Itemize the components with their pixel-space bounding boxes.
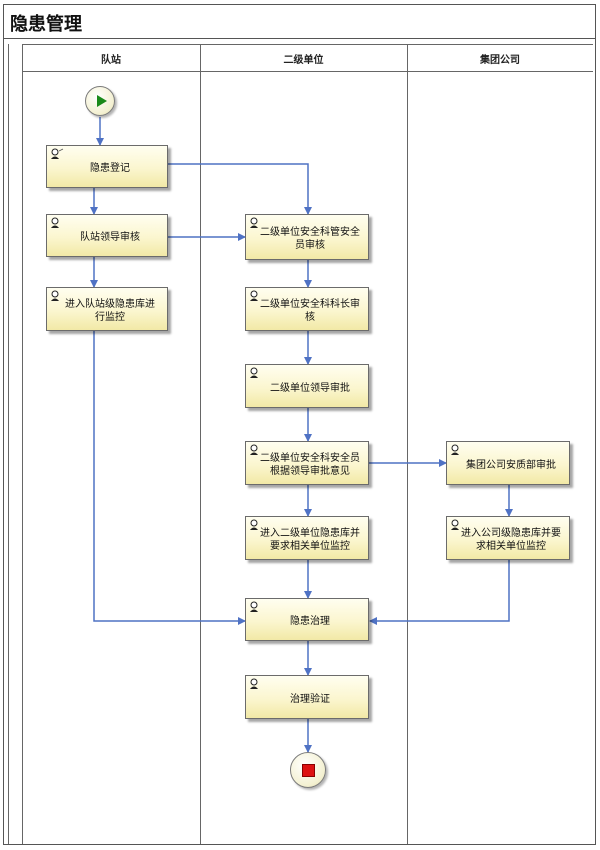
task-label: 治理验证 bbox=[290, 693, 330, 705]
flow-group-lib-to-remediation bbox=[369, 560, 510, 625]
lane-header-station: 队站 bbox=[22, 44, 200, 72]
user-icon bbox=[250, 217, 258, 228]
user-icon bbox=[250, 678, 258, 689]
user-icon bbox=[250, 519, 258, 530]
task-station-monitor[interactable]: 进入队站级隐患库进行监控 bbox=[46, 287, 168, 331]
task-verification[interactable]: 治理验证 bbox=[245, 675, 369, 719]
task-label: 二级单位安全科安全员根据领导审批意见 bbox=[260, 453, 360, 477]
task-label: 隐患登记 bbox=[90, 163, 130, 174]
task-label: 二级单位安全科科长审核 bbox=[260, 299, 360, 323]
stop-icon bbox=[302, 764, 315, 777]
lane-header-group-company: 集团公司 bbox=[407, 44, 593, 72]
task-leader-approve[interactable]: 二级单位领导审批 bbox=[245, 364, 369, 408]
task-label: 集团公司安质部审批 bbox=[466, 459, 556, 471]
task-remediation[interactable]: 隐患治理 bbox=[245, 598, 369, 641]
task-unit-lib-monitor[interactable]: 进入二级单位隐患库并要求相关单位监控 bbox=[245, 516, 369, 560]
end-event[interactable] bbox=[290, 752, 326, 788]
user-icon bbox=[51, 217, 59, 228]
pool-border bbox=[8, 44, 9, 844]
user-icon bbox=[451, 519, 459, 530]
user-icon bbox=[451, 444, 459, 455]
task-label: 二级单位领导审批 bbox=[270, 382, 350, 394]
diagram-title: 隐患管理 bbox=[10, 14, 82, 35]
task-label: 进入队站级隐患库进行监控 bbox=[65, 299, 155, 323]
user-icon bbox=[51, 290, 59, 301]
lane-header-secondary-unit: 二级单位 bbox=[200, 44, 407, 72]
task-group-lib-monitor[interactable]: 进入公司级隐患库并要求相关单位监控 bbox=[446, 516, 570, 560]
task-label: 队站领导审核 bbox=[80, 232, 140, 243]
task-label: 进入公司级隐患库并要求相关单位监控 bbox=[461, 528, 561, 552]
task-safety-officer-review[interactable]: 二级单位安全科管安全员审核 bbox=[245, 214, 369, 260]
flow-register-to-officer-review bbox=[168, 163, 312, 215]
start-event[interactable] bbox=[85, 86, 115, 116]
task-label: 进入二级单位隐患库并要求相关单位监控 bbox=[260, 528, 360, 552]
user-icon bbox=[250, 601, 258, 612]
play-icon bbox=[97, 95, 107, 107]
user-icon bbox=[250, 444, 258, 455]
task-station-review[interactable]: 队站领导审核 bbox=[46, 214, 168, 257]
task-officer-per-opinion[interactable]: 二级单位安全科安全员根据领导审批意见 bbox=[245, 441, 369, 485]
task-section-chief-review[interactable]: 二级单位安全科科长审核 bbox=[245, 287, 369, 331]
task-group-safety-approve[interactable]: 集团公司安质部审批 bbox=[446, 441, 570, 485]
user-icon bbox=[250, 367, 258, 378]
user-icon bbox=[51, 148, 64, 159]
flow-monitor-to-remediation bbox=[93, 331, 246, 625]
task-register[interactable]: 隐患登记 bbox=[46, 145, 168, 188]
lane-divider bbox=[22, 44, 23, 844]
task-label: 二级单位安全科管安全员审核 bbox=[260, 227, 360, 251]
title-divider bbox=[3, 38, 596, 39]
lane-divider bbox=[407, 44, 408, 844]
user-icon bbox=[250, 290, 258, 301]
lane-divider bbox=[200, 44, 201, 844]
task-label: 隐患治理 bbox=[290, 616, 330, 627]
